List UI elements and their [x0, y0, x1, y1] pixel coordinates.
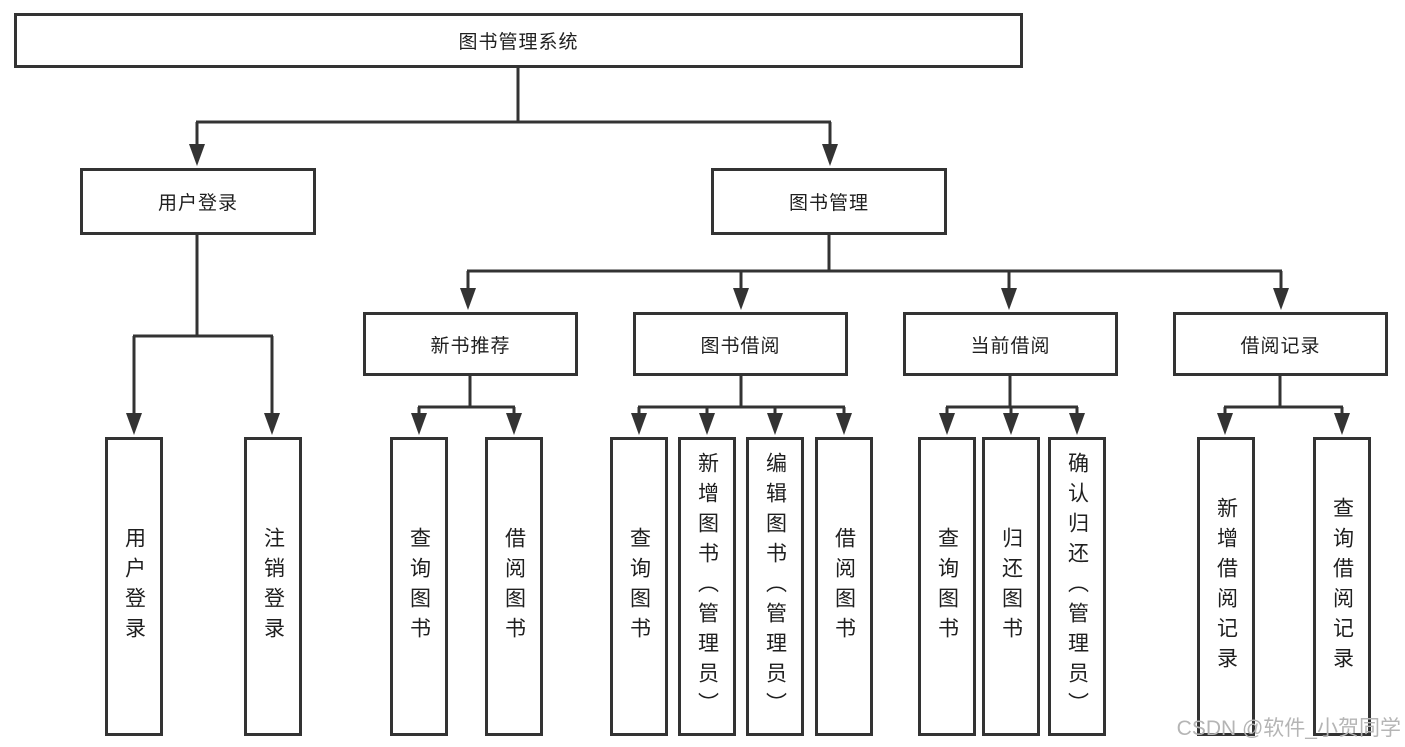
leaf-borrow-books-recommend: 借阅图书	[485, 437, 543, 736]
arrow-down-icon	[939, 413, 955, 435]
arrow-down-icon	[767, 413, 783, 435]
leaf-user-login: 用户登录	[105, 437, 163, 736]
arrow-down-icon	[836, 413, 852, 435]
leaf-query-borrow-record-label: 查询借阅记录	[1330, 496, 1354, 677]
node-book-management: 图书管理	[711, 168, 947, 235]
arrow-down-icon	[126, 413, 142, 435]
leaf-add-book-admin-label: 新增图书（管理员）	[695, 451, 719, 722]
arrow-down-icon	[699, 413, 715, 435]
node-root: 图书管理系统	[14, 13, 1023, 68]
csdn-watermark: CSDN @软件_小贺同学	[1176, 717, 1401, 740]
arrow-down-icon	[1334, 413, 1350, 435]
leaf-add-borrow-record: 新增借阅记录	[1197, 437, 1255, 736]
arrow-down-icon	[411, 413, 427, 435]
node-borrowing-records: 借阅记录	[1173, 312, 1388, 376]
leaf-logout: 注销登录	[244, 437, 302, 736]
arrow-down-icon	[1273, 288, 1289, 310]
node-new-book-recommend: 新书推荐	[363, 312, 578, 376]
leaf-query-books-borrowing: 查询图书	[610, 437, 668, 736]
leaf-query-books-current-label: 查询图书	[935, 526, 959, 647]
leaf-return-books: 归还图书	[982, 437, 1040, 736]
leaf-confirm-return-admin-label: 确认归还（管理员）	[1065, 451, 1089, 722]
arrow-down-icon	[506, 413, 522, 435]
leaf-query-books-recommend-label: 查询图书	[407, 526, 431, 647]
leaf-add-book-admin: 新增图书（管理员）	[678, 437, 736, 736]
arrow-down-icon	[189, 144, 205, 166]
leaf-user-login-label: 用户登录	[122, 526, 146, 647]
node-user-login: 用户登录	[80, 168, 316, 235]
node-current-borrowing: 当前借阅	[903, 312, 1118, 376]
arrow-down-icon	[1217, 413, 1233, 435]
leaf-return-books-label: 归还图书	[999, 526, 1023, 647]
arrow-down-icon	[631, 413, 647, 435]
leaf-edit-book-admin: 编辑图书（管理员）	[746, 437, 804, 736]
leaf-edit-book-admin-label: 编辑图书（管理员）	[763, 451, 787, 722]
arrow-down-icon	[264, 413, 280, 435]
leaf-logout-label: 注销登录	[261, 526, 285, 647]
node-book-borrowing: 图书借阅	[633, 312, 848, 376]
arrow-down-icon	[460, 288, 476, 310]
leaf-query-books-current: 查询图书	[918, 437, 976, 736]
leaf-borrow-books-borrowing-label: 借阅图书	[832, 526, 856, 647]
arrow-down-icon	[1003, 413, 1019, 435]
leaf-add-borrow-record-label: 新增借阅记录	[1214, 496, 1238, 677]
leaf-query-books-recommend: 查询图书	[390, 437, 448, 736]
arrow-down-icon	[733, 288, 749, 310]
leaf-borrow-books-borrowing: 借阅图书	[815, 437, 873, 736]
arrow-down-icon	[822, 144, 838, 166]
leaf-borrow-books-recommend-label: 借阅图书	[502, 526, 526, 647]
leaf-query-borrow-record: 查询借阅记录	[1313, 437, 1371, 736]
leaf-confirm-return-admin: 确认归还（管理员）	[1048, 437, 1106, 736]
arrow-down-icon	[1001, 288, 1017, 310]
leaf-query-books-borrowing-label: 查询图书	[627, 526, 651, 647]
arrow-down-icon	[1069, 413, 1085, 435]
